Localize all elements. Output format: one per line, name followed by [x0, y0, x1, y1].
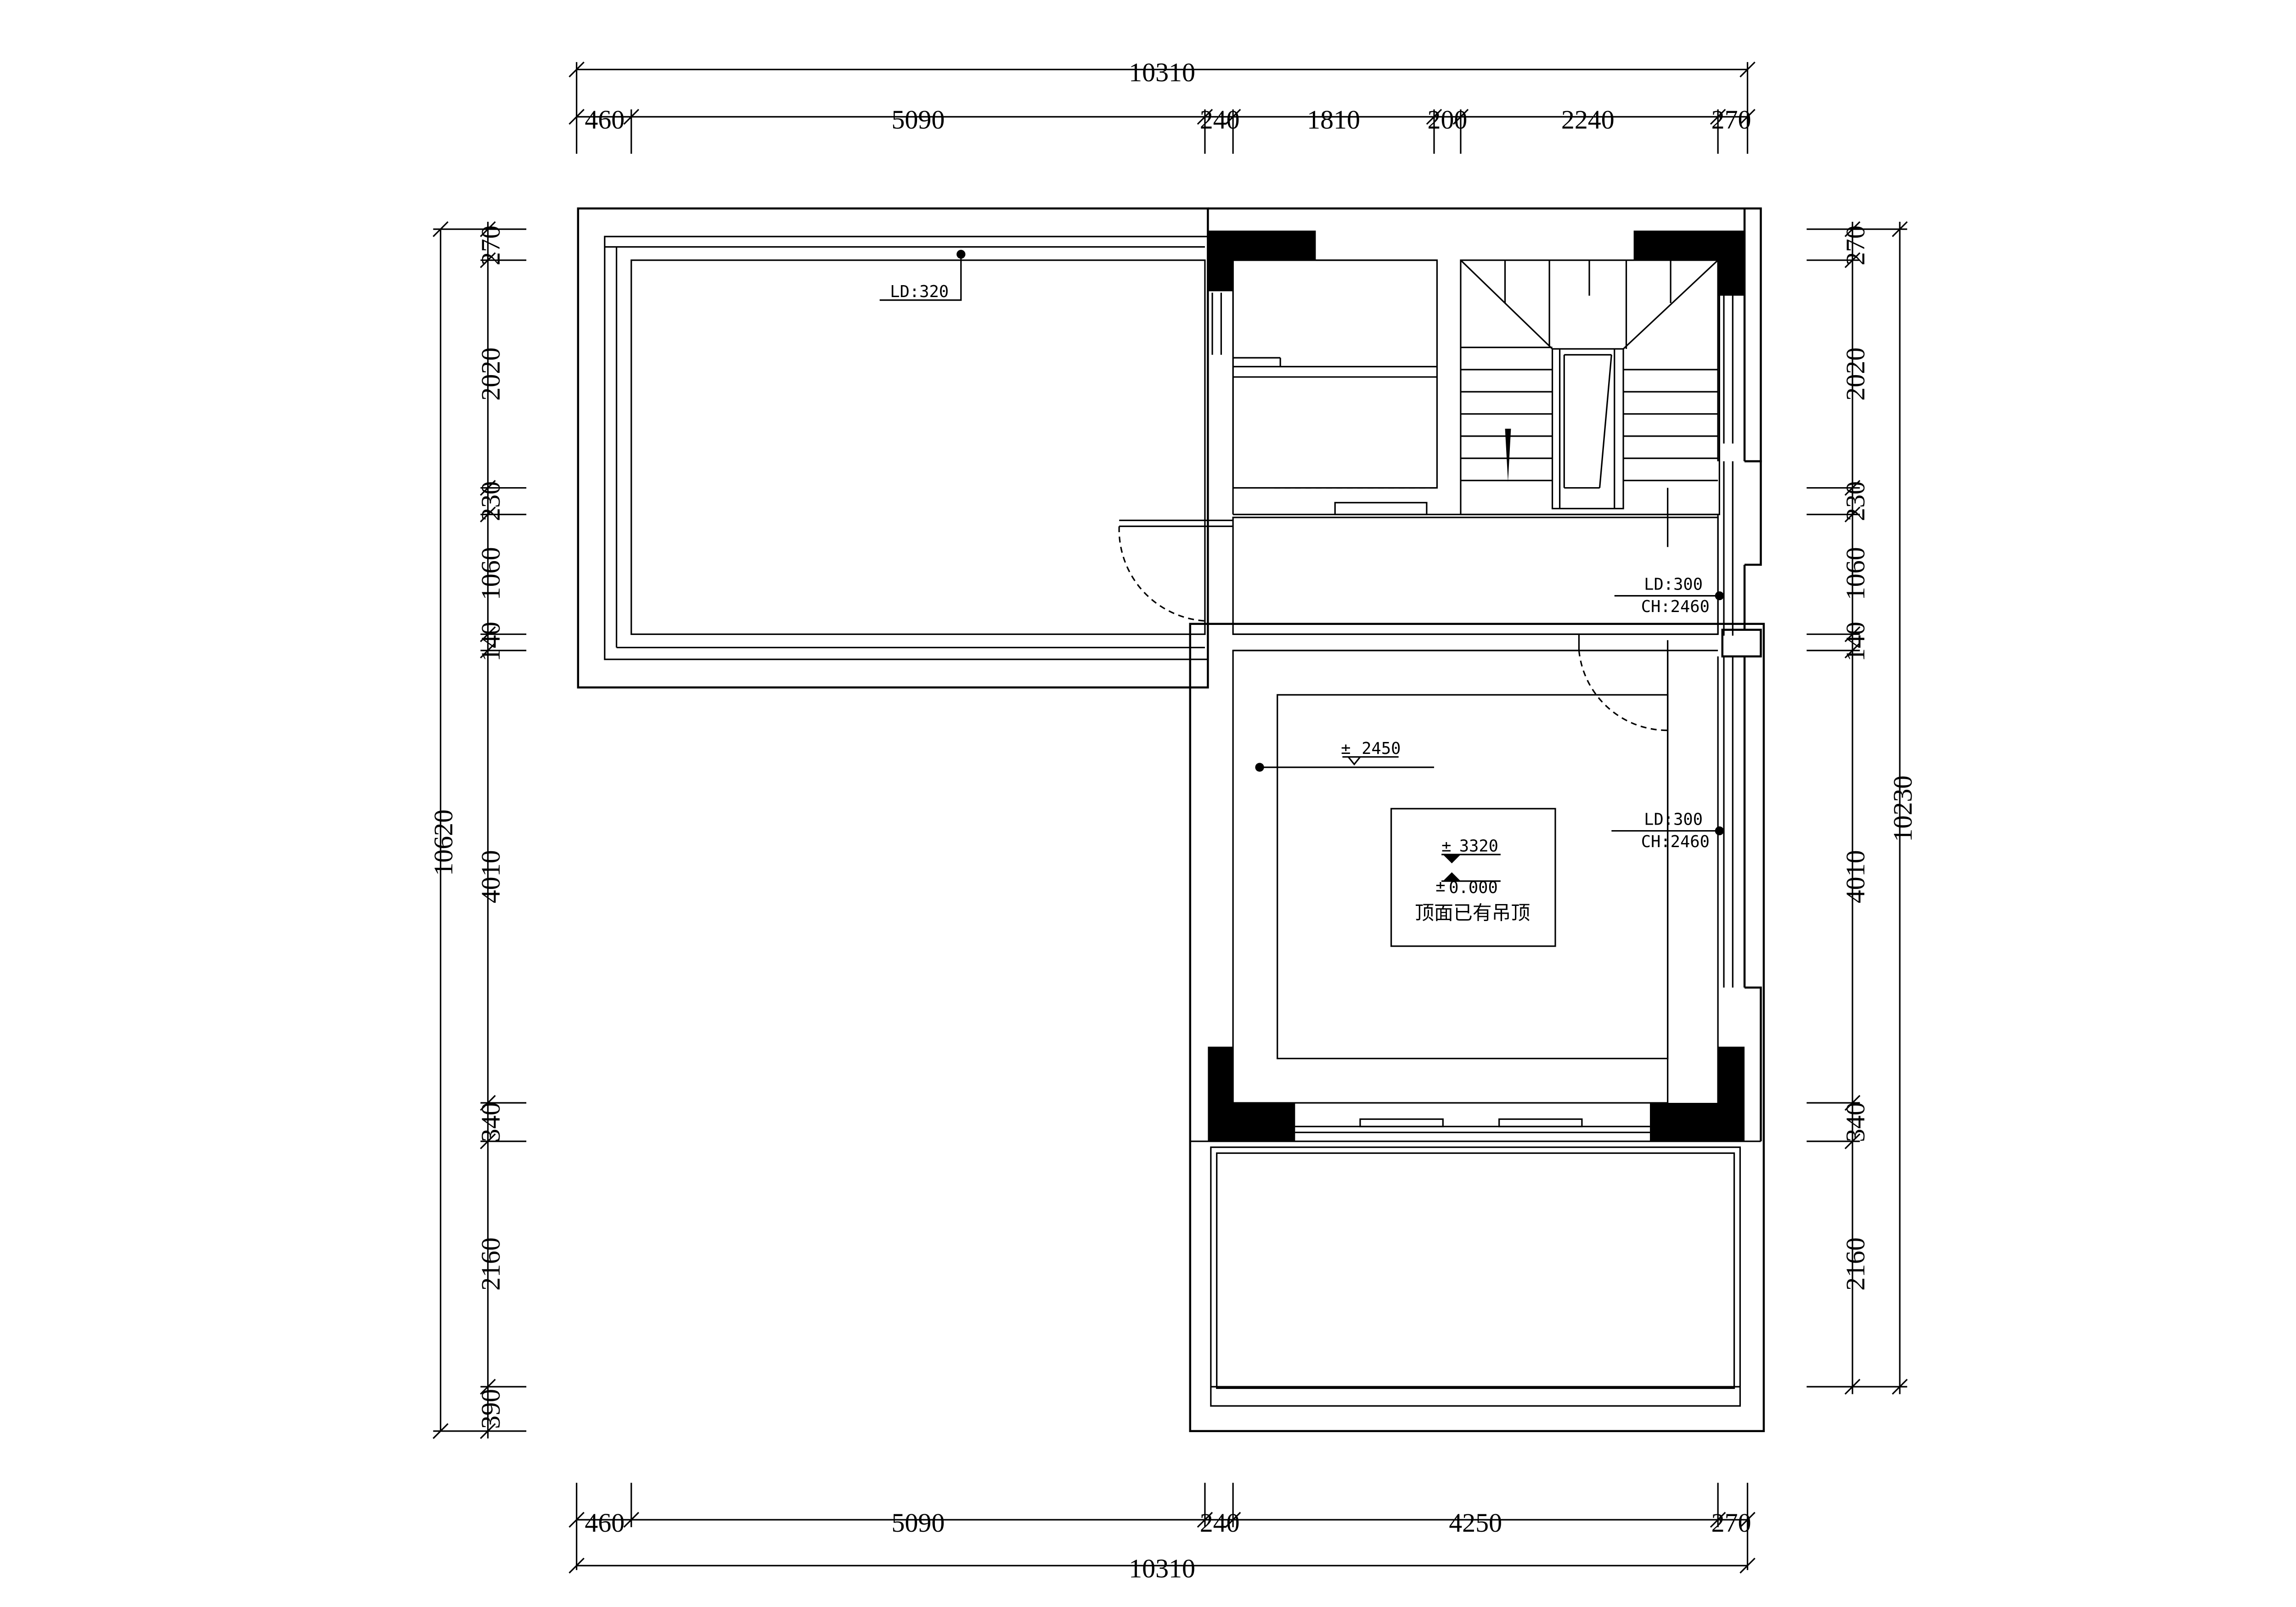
ld-300-label: LD:300 — [1644, 575, 1703, 594]
dim-right-seg: 4010 — [1840, 850, 1870, 903]
dim-top-total: 10310 — [1129, 57, 1195, 87]
dim-bottom-seg: 5090 — [891, 1508, 945, 1538]
column — [1208, 230, 1316, 292]
structural-columns — [1208, 230, 1745, 1141]
staircase — [1460, 259, 1719, 547]
ceiling-note: 顶面已有吊顶 — [1415, 902, 1530, 924]
dim-right-seg: 340 — [1840, 1102, 1870, 1142]
dim-left-seg: 390 — [476, 1389, 506, 1429]
dim-bottom-total: 10310 — [1129, 1554, 1195, 1584]
walls — [577, 207, 1765, 1433]
column — [1650, 1046, 1745, 1141]
dim-right-seg: 270 — [1840, 225, 1870, 265]
dim-bottom-seg: 240 — [1200, 1508, 1240, 1538]
column — [1208, 1046, 1295, 1141]
level-pm-sign: ± — [1441, 837, 1451, 856]
dim-top-seg: 270 — [1711, 105, 1751, 135]
stair-arrow-icon — [1505, 428, 1511, 482]
dim-top-seg: 5090 — [891, 105, 945, 135]
dim-top-seg: 2240 — [1561, 105, 1615, 135]
dim-left-total: 10620 — [428, 809, 458, 876]
dimension-lines — [433, 62, 1908, 1574]
ch-2460-label: CH:2460 — [1641, 832, 1710, 851]
level-marker-icon — [1443, 872, 1461, 882]
dim-left-seg: 140 — [476, 622, 506, 662]
column — [1633, 230, 1745, 296]
dim-bottom-seg: 270 — [1711, 1508, 1751, 1538]
dim-top-seg: 200 — [1428, 105, 1468, 135]
dim-left-seg: 230 — [476, 481, 506, 521]
doors — [1118, 487, 1668, 731]
dim-left-seg: 4010 — [476, 850, 506, 903]
ld-300-label: LD:300 — [1644, 810, 1703, 829]
ch-2460-label: CH:2460 — [1641, 597, 1710, 616]
level-2450-label: 2450 — [1362, 739, 1401, 758]
dim-right-seg: 230 — [1840, 481, 1870, 521]
dim-left-seg: 340 — [476, 1102, 506, 1142]
dim-top-seg: 240 — [1200, 105, 1240, 135]
dimension-labels: 10310 460 5090 240 1810 200 2240 270 460… — [428, 57, 1918, 1584]
level-zero-label: 0.000 — [1449, 878, 1498, 897]
annotations: LD:320 LD:300 CH:2460 LD:300 CH:2460 ± 2… — [879, 250, 1724, 947]
dim-right-seg: 2160 — [1840, 1237, 1870, 1291]
dim-right-seg: 1060 — [1840, 547, 1870, 600]
dim-right-seg: 2020 — [1840, 348, 1870, 401]
dim-right-total: 10230 — [1888, 775, 1918, 842]
ld-320-label: LD:320 — [890, 282, 949, 301]
dim-top-seg: 460 — [585, 105, 625, 135]
dim-bottom-seg: 4250 — [1449, 1508, 1502, 1538]
dim-bottom-seg: 460 — [585, 1508, 625, 1538]
ceiling-note-box — [1390, 808, 1556, 947]
dim-top-seg: 1810 — [1307, 105, 1360, 135]
level-pm-sign: ± — [1435, 877, 1445, 896]
dim-left-seg: 1060 — [476, 547, 506, 600]
dim-right-seg: 140 — [1840, 622, 1870, 662]
dim-left-seg: 2020 — [476, 348, 506, 401]
level-pm-sign: ± — [1341, 739, 1351, 758]
dim-left-seg: 2160 — [476, 1237, 506, 1291]
level-3320-label: 3320 — [1459, 837, 1498, 856]
level-marker-icon — [1443, 854, 1461, 864]
dim-left-seg: 270 — [476, 225, 506, 265]
